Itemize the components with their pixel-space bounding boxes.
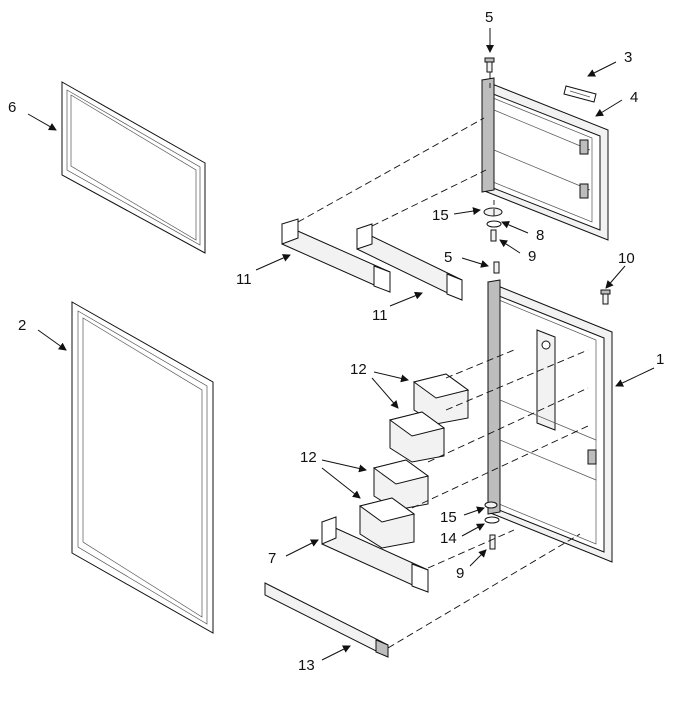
callout-13: 13 [298, 657, 315, 674]
callout-14: 14 [440, 530, 457, 547]
door-bin-2 [388, 411, 446, 463]
screw-middle [493, 261, 500, 274]
callout-6: 6 [8, 99, 16, 116]
freezer-shelf-1 [281, 218, 391, 293]
callout-15-bottom: 15 [440, 509, 457, 526]
callout-5-middle: 5 [444, 249, 452, 266]
callout-12-upper: 12 [350, 361, 367, 378]
callout-9-top: 9 [528, 248, 536, 265]
screw-right [600, 289, 611, 305]
callout-5-top: 5 [485, 9, 493, 26]
door-bin-1 [412, 373, 470, 425]
fresh-food-door [487, 279, 613, 563]
callout-1: 1 [656, 351, 664, 368]
hinge-cover [563, 85, 597, 103]
leader-lines [27, 28, 655, 661]
door-bin-4 [358, 497, 416, 549]
fresh-food-door-gasket [71, 301, 214, 634]
callout-11-left: 11 [236, 271, 252, 288]
callout-15-top: 15 [432, 207, 449, 224]
callout-9-bottom: 9 [456, 565, 464, 582]
callout-2: 2 [18, 317, 26, 334]
callout-10: 10 [618, 250, 635, 267]
callout-4: 4 [630, 89, 638, 106]
freezer-door-gasket [61, 81, 206, 254]
screw-top [484, 57, 495, 73]
callout-3: 3 [624, 49, 632, 66]
callout-11-right: 11 [372, 307, 388, 324]
callout-8: 8 [536, 227, 544, 244]
door-bin-3 [372, 459, 430, 511]
lower-hinge-parts [484, 501, 500, 550]
callout-labels: 5 3 4 6 15 8 9 5 10 11 11 2 1 12 12 15 1… [8, 9, 664, 674]
upper-hinge-parts [483, 207, 503, 242]
assembly-lines [297, 72, 589, 649]
callout-7: 7 [268, 550, 276, 567]
trim-strip [264, 582, 389, 658]
freezer-door [481, 77, 609, 241]
callout-12-lower: 12 [300, 449, 317, 466]
bottom-door-shelf [321, 516, 429, 593]
freezer-shelf-2 [356, 223, 463, 301]
